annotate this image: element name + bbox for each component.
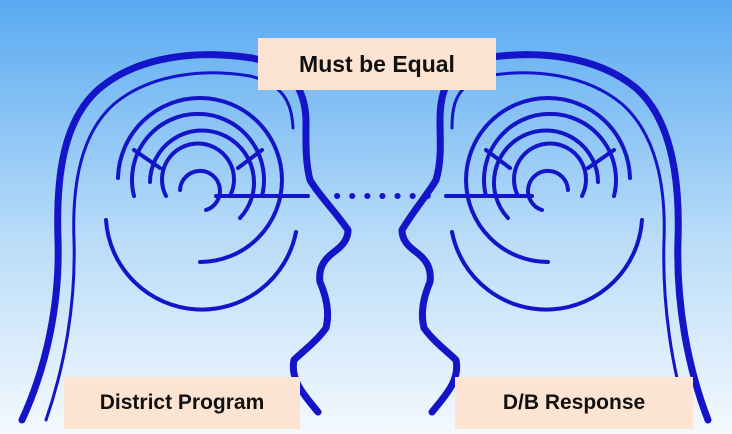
left-head: [18, 51, 352, 424]
left-head-outline: [18, 51, 352, 424]
must-be-equal-label: Must be Equal: [258, 38, 496, 90]
district-program-label: District Program: [64, 377, 300, 429]
left-maze: [104, 96, 310, 312]
right-head-outline: [398, 51, 712, 424]
db-response-text: D/B Response: [502, 391, 646, 414]
right-head: [398, 51, 712, 424]
district-program-text: District Program: [99, 391, 265, 414]
right-maze: [444, 96, 644, 312]
must-be-equal-text: Must be Equal: [299, 50, 455, 77]
left-head-inner-outline: [44, 71, 295, 422]
db-response-label: D/B Response: [455, 377, 693, 429]
